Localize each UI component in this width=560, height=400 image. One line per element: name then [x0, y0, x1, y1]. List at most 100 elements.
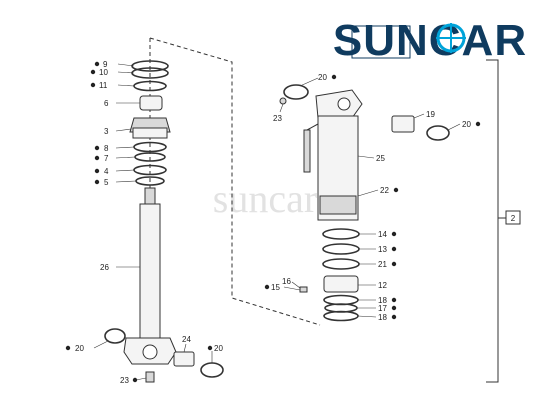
bullet-icon: [94, 155, 100, 161]
wear-ring-14: [322, 228, 360, 240]
bullet-icon: [94, 168, 100, 174]
callout-label: 23: [273, 114, 282, 123]
callout-label: 3: [104, 127, 109, 136]
leader: [115, 180, 137, 183]
leader: [291, 281, 301, 289]
callout-label: 17: [378, 304, 387, 313]
bullet-icon: [90, 69, 96, 75]
callout-label: 18: [378, 313, 387, 322]
leader: [135, 377, 147, 381]
callout-label: 14: [378, 230, 387, 239]
assembly-label: 2: [511, 214, 516, 223]
callout-label: 12: [378, 281, 387, 290]
bullet-icon: [393, 187, 399, 193]
callout-label: 9: [103, 60, 108, 69]
bullet-icon: [331, 74, 337, 80]
callout-label: 15: [271, 283, 280, 292]
bullet-icon: [132, 377, 138, 383]
leader: [357, 315, 377, 318]
brand-logo: SUNCAR: [333, 16, 527, 65]
ring-18a: [323, 294, 359, 306]
callout-label: 24: [182, 335, 191, 344]
leader: [115, 169, 135, 172]
callout-label: 23: [120, 376, 129, 385]
callout-label: 10: [99, 68, 108, 77]
watermark-text: suncar: [213, 176, 317, 221]
bushing-19: [391, 115, 415, 133]
leader: [115, 146, 135, 149]
bullet-icon: [391, 231, 397, 237]
callouts-right: 20 23 19 20 25 22 14 13 21 16 15 12 18 1…: [264, 73, 481, 322]
leader: [357, 189, 379, 197]
callout-label: 20: [462, 120, 471, 129]
assembly-bracket: 2: [486, 59, 521, 383]
tube-seal-20a: [283, 84, 309, 100]
callout-label: 25: [376, 154, 385, 163]
bullet-icon: [264, 284, 270, 290]
callout-label: 21: [378, 260, 387, 269]
callout-label: 22: [380, 186, 389, 195]
bullet-icon: [475, 121, 481, 127]
callout-label: 8: [104, 144, 109, 153]
bullet-icon: [65, 345, 71, 351]
tube-base: [319, 195, 357, 215]
leader: [283, 286, 301, 291]
bullet-icon: [207, 345, 213, 351]
callout-label: 4: [104, 167, 109, 176]
tube-seal-20b: [426, 125, 450, 141]
callout-label: 16: [282, 277, 291, 286]
leader: [117, 71, 135, 74]
bullet-icon: [391, 246, 397, 252]
callout-label: 6: [104, 99, 109, 108]
callout-label: 5: [104, 178, 109, 187]
set-screw-16: [299, 286, 308, 293]
grease-nipple-23b: [279, 97, 287, 105]
callout-label: 11: [99, 81, 108, 90]
tube-port-25: [303, 129, 311, 173]
callout-label: 20: [214, 344, 223, 353]
tube-eye-bore: [337, 97, 351, 111]
rod-head-body: [132, 127, 168, 139]
cylinder-assembly: [279, 84, 450, 322]
bullet-icon: [90, 82, 96, 88]
leader: [299, 77, 319, 87]
leader: [279, 103, 284, 113]
rod-thread: [144, 187, 156, 207]
tube-pipe: [306, 123, 319, 131]
leader: [115, 128, 132, 132]
rod-assembly: [104, 60, 224, 383]
wear-ring-21: [322, 258, 360, 270]
leader: [93, 340, 109, 349]
bullet-icon: [94, 61, 100, 67]
bushing-24: [173, 351, 195, 367]
leader: [413, 113, 425, 119]
leader: [117, 84, 135, 87]
bullet-icon: [94, 179, 100, 185]
callout-label: 7: [104, 154, 109, 163]
leader-lines: [93, 63, 461, 381]
callouts-left: 9 10 11 6 3 8 7 4 5 26 20 24 20 23: [65, 60, 223, 385]
bullet-icon: [391, 261, 397, 267]
logo-box-icon: [351, 25, 411, 59]
grease-nipple-23a: [145, 371, 155, 383]
bullet-icon: [391, 297, 397, 303]
leader: [447, 123, 461, 131]
callout-label: 20: [75, 344, 84, 353]
brand-name: SUNCAR: [333, 16, 527, 65]
guide-top: [149, 37, 321, 326]
bullet-icon: [391, 305, 397, 311]
callout-label: 13: [378, 245, 387, 254]
piston-12: [323, 275, 359, 293]
bracket-line: [486, 59, 499, 383]
piston-rod-26: [139, 203, 161, 339]
bushing-6: [139, 95, 163, 111]
callout-label: 26: [100, 263, 109, 272]
ring-18b: [323, 310, 359, 322]
rod-seal-20b: [200, 362, 224, 378]
callout-label: 19: [426, 110, 435, 119]
leader: [117, 63, 135, 67]
bullet-icon: [391, 314, 397, 320]
leader: [183, 343, 187, 353]
